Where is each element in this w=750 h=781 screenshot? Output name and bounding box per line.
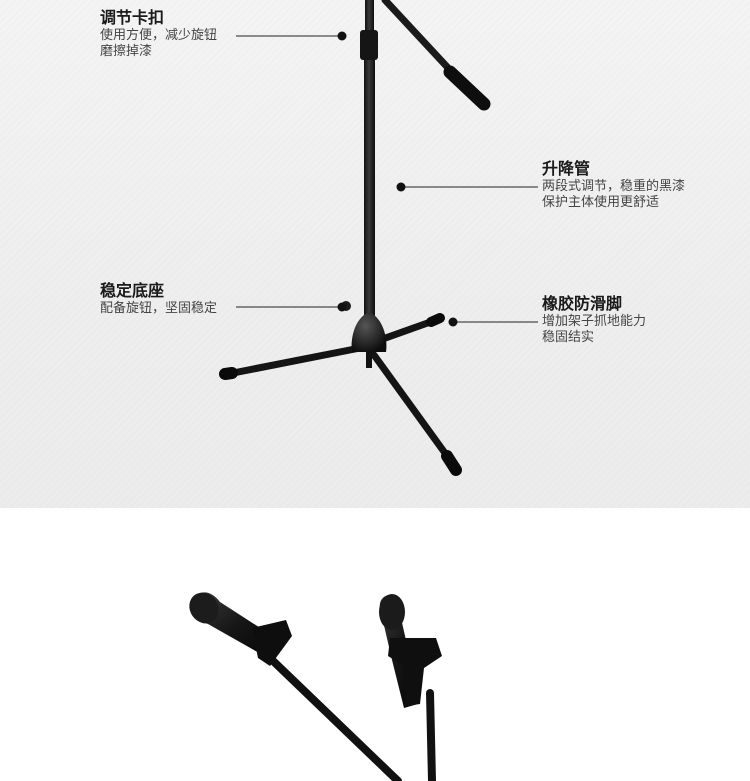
callout-stable-base: 稳定底座 配备旋钮，坚固稳定 [100,281,217,317]
callout-title: 橡胶防滑脚 [542,294,623,313]
boom-arm [381,0,491,111]
callout-desc-line: 稳固结实 [542,330,595,345]
callout-adjust-clip: 调节卡扣 使用方便，减少旋钮 磨擦掉漆 [100,8,217,60]
tripod-legs [219,313,462,476]
product-feature-panel: 调节卡扣 使用方便，减少旋钮 磨擦掉漆 升降管 两段式调节，稳重的黑漆 保护主体… [0,0,750,508]
callout-title: 调节卡扣 [100,8,165,27]
callout-desc-line: 增加架子抓地能力 [542,314,647,329]
callout-title: 升降管 [542,159,591,178]
adjust-clip [360,30,378,60]
microphone-left [189,592,402,781]
base-hub [351,312,387,352]
callout-lift-tube: 升降管 两段式调节，稳重的黑漆 保护主体使用更舒适 [542,159,685,211]
microphone-photo-panel [0,508,750,781]
mic-stand-illustration [219,0,538,476]
callout-desc-line: 磨擦掉漆 [100,44,153,59]
upper-tube [365,0,374,40]
callout-rubber-feet: 橡胶防滑脚 增加架子抓地能力 稳固结实 [542,294,646,346]
callout-desc-line: 两段式调节，稳重的黑漆 [542,179,686,194]
callout-lines [236,31,538,327]
hub-stem [366,350,372,368]
callout-title: 稳定底座 [100,281,165,300]
callout-desc-line: 配备旋钮，坚固稳定 [100,301,218,316]
callout-desc-line: 使用方便，减少旋钮 [100,28,218,43]
microphone-right [379,594,442,781]
lift-tube [364,60,375,318]
microphone-illustration [189,592,442,781]
callout-desc-line: 保护主体使用更舒适 [542,195,660,210]
